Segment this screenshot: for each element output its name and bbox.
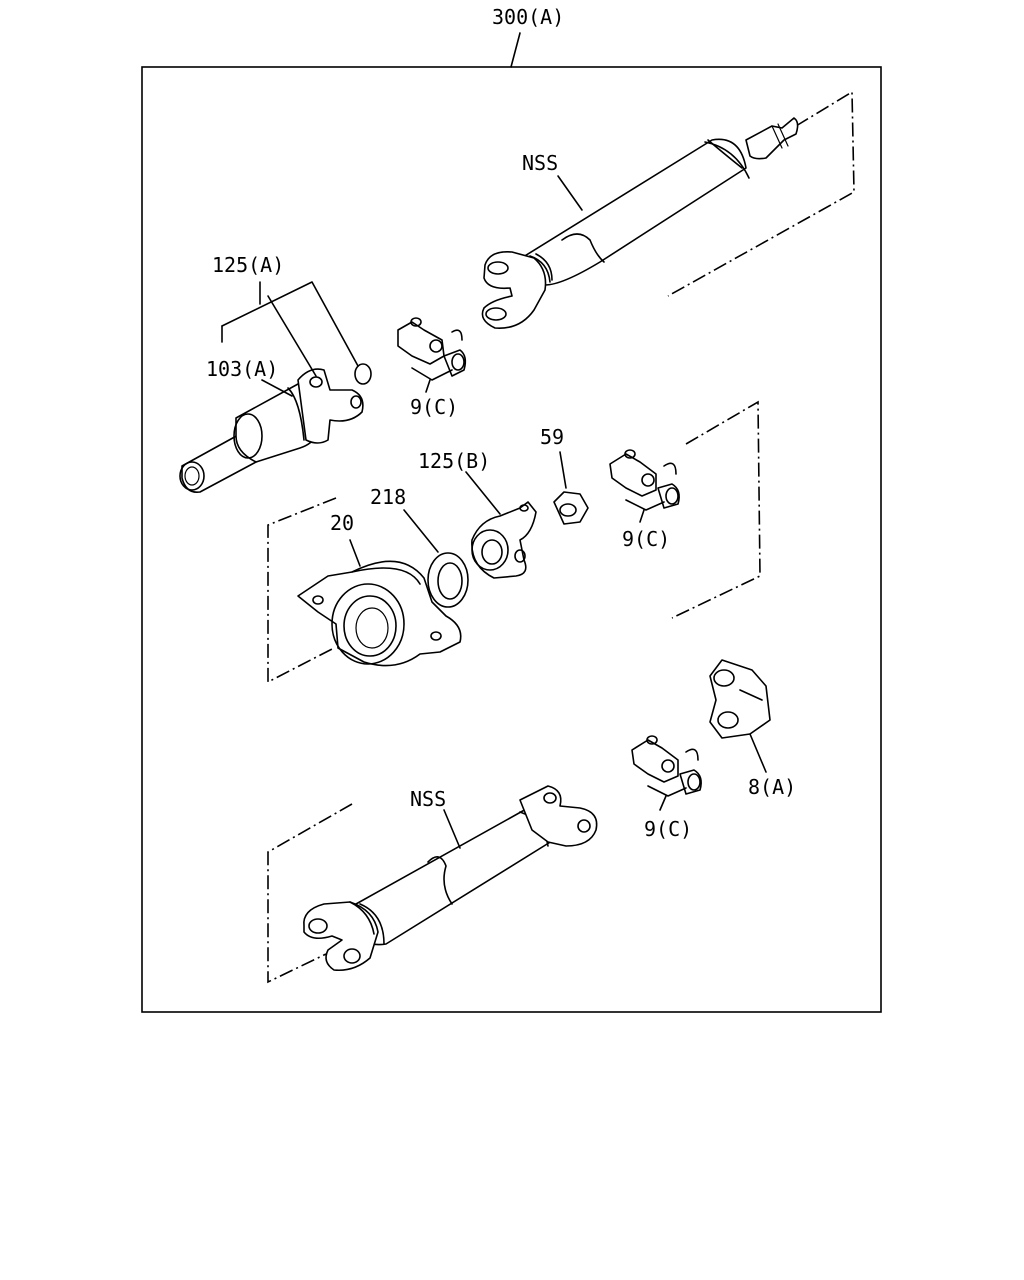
rear-propeller-shaft <box>267 785 598 984</box>
label-9c-1: 9(C) <box>410 395 458 419</box>
label-59: 59 <box>540 425 564 449</box>
label-9c-2: 9(C) <box>622 527 670 551</box>
label-125b: 125(B) <box>418 449 490 473</box>
front-propeller-shaft <box>481 90 855 329</box>
label-103a: 103(A) <box>206 357 278 381</box>
label-218: 218 <box>370 485 406 509</box>
washer-218 <box>427 552 469 608</box>
center-bearing <box>297 560 462 667</box>
label-nss-top: NSS <box>522 151 558 175</box>
nut-59 <box>553 491 589 525</box>
snap-ring-125a <box>354 363 372 385</box>
universal-joint-2 <box>609 449 680 509</box>
label-8a: 8(A) <box>748 775 796 799</box>
flange-yoke-8a <box>709 659 771 739</box>
label-125a: 125(A) <box>212 253 284 277</box>
universal-joint-3 <box>631 735 702 795</box>
top-section-boundary <box>667 90 855 297</box>
slip-yoke <box>179 368 364 494</box>
label-nss-bottom: NSS <box>410 787 446 811</box>
label-20: 20 <box>330 511 354 535</box>
label-9c-3: 9(C) <box>644 817 692 841</box>
label-300a: 300(A) <box>492 5 564 29</box>
flange-yoke-125b <box>471 501 537 579</box>
assembly-leader <box>510 32 521 68</box>
middle-section-boundary <box>267 497 337 684</box>
bottom-section-boundary <box>267 803 353 984</box>
universal-joint-1 <box>397 317 467 377</box>
